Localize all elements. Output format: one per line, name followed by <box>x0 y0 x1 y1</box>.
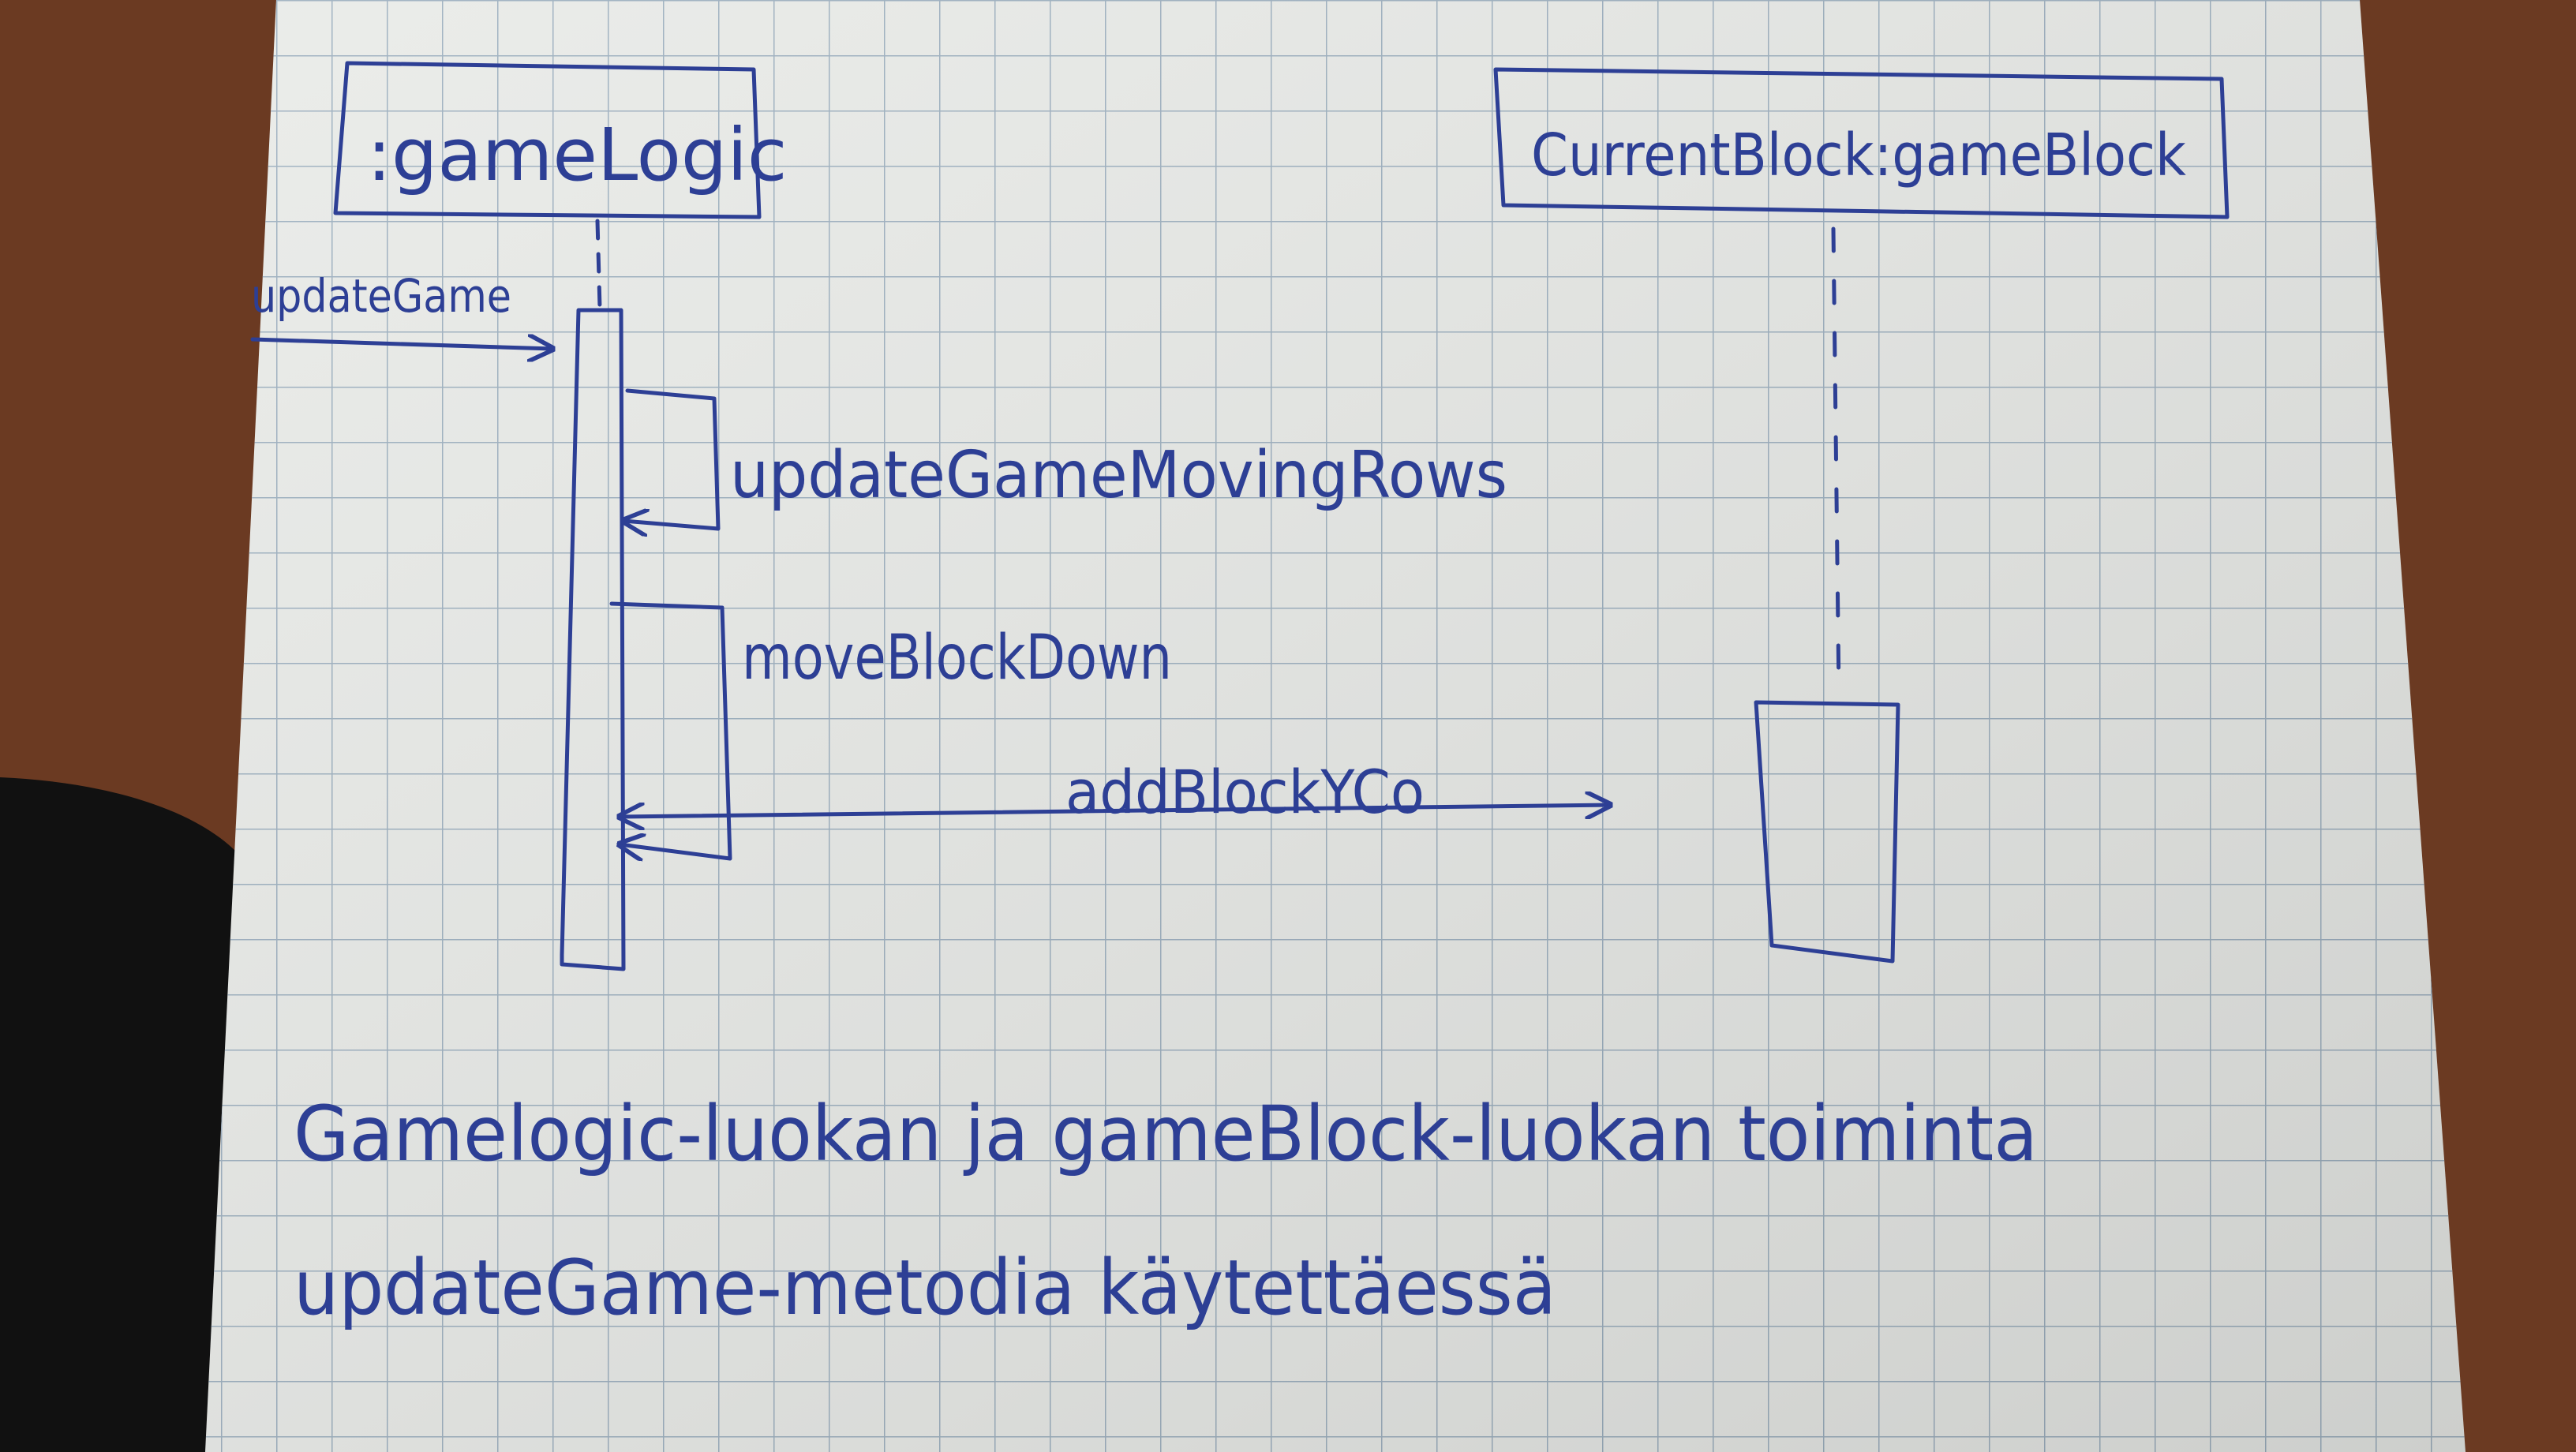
message-label-update-game: updateGame <box>251 269 511 323</box>
activation-bar-game-logic <box>560 308 626 971</box>
message-arrow-add-block-y-co <box>620 805 1610 817</box>
notebook-page <box>205 0 2466 1452</box>
lifeline-line-current-block <box>1831 226 1841 697</box>
message-arrow-update-game <box>250 339 552 349</box>
activation-bar-current-block <box>1754 700 1900 964</box>
message-label-move-block-down: moveBlockDown <box>742 623 1172 694</box>
caption-line-2: updateGame-metodia käytettäessä <box>294 1244 1556 1332</box>
sequence-diagram <box>250 61 2230 971</box>
dark-object-shadow <box>0 777 237 1452</box>
lifeline-box-current-block <box>1493 67 2230 219</box>
self-call-update-game-moving-rows <box>623 388 721 529</box>
lifeline-line-game-logic <box>595 219 602 310</box>
lifeline-box-game-logic <box>333 61 762 219</box>
message-label-add-block-y-co: addBlockYCo <box>1065 757 1425 827</box>
self-call-move-block-down <box>609 601 732 859</box>
lifeline-label-game-logic: :gameLogic <box>367 113 787 197</box>
lifeline-label-current-block: CurrentBlock:gameBlock <box>1531 122 2186 189</box>
message-label-update-game-moving-rows: updateGameMovingRows <box>730 438 1507 513</box>
caption-line-1: Gamelogic-luokan ja gameBlock-luokan toi… <box>294 1090 2038 1178</box>
